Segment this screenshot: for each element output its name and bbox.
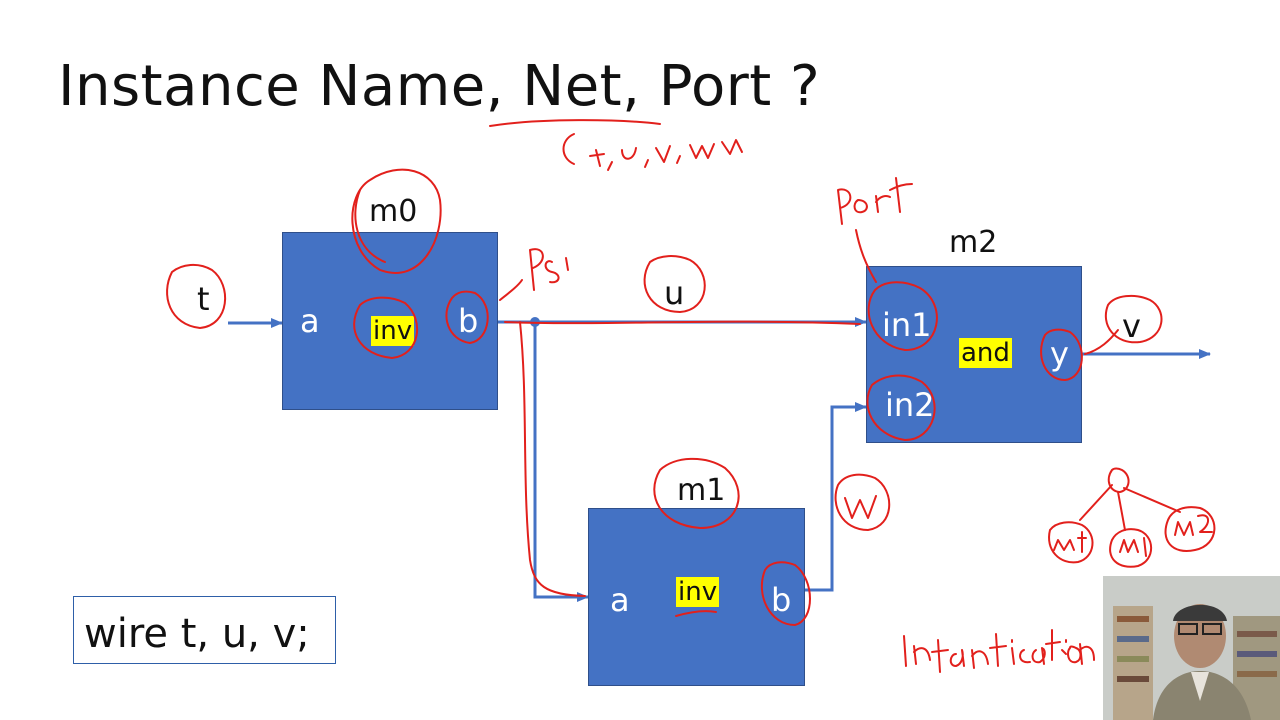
m1-port-a: a	[610, 581, 630, 619]
instance-m0-label: m0	[369, 194, 418, 229]
presenter-video-icon	[1103, 576, 1280, 720]
instance-m1-label: m1	[677, 473, 726, 508]
net-label-u: u	[664, 274, 685, 312]
net-label-t: t	[197, 280, 210, 318]
net-label-v: v	[1122, 307, 1141, 345]
instance-m1-block[interactable]	[588, 508, 805, 686]
code-box: wire t, u, v;	[73, 596, 336, 664]
wire-u-branch	[533, 322, 589, 602]
m0-port-b: b	[458, 302, 479, 340]
m2-port-y: y	[1050, 335, 1069, 373]
m1-function: inv	[676, 577, 720, 607]
instance-m2-label: m2	[949, 225, 998, 260]
m2-function: and	[959, 338, 1012, 368]
wire-w	[805, 402, 867, 592]
m2-port-in2: in2	[885, 386, 935, 424]
m1-port-b: b	[771, 581, 792, 619]
code-text: wire t, u, v;	[84, 611, 310, 657]
m2-port-in1: in1	[882, 306, 932, 344]
m0-function: inv	[371, 316, 415, 346]
presenter-webcam	[1103, 576, 1280, 720]
m0-port-a: a	[300, 302, 320, 340]
slide-title: Instance Name, Net, Port ?	[58, 54, 821, 119]
